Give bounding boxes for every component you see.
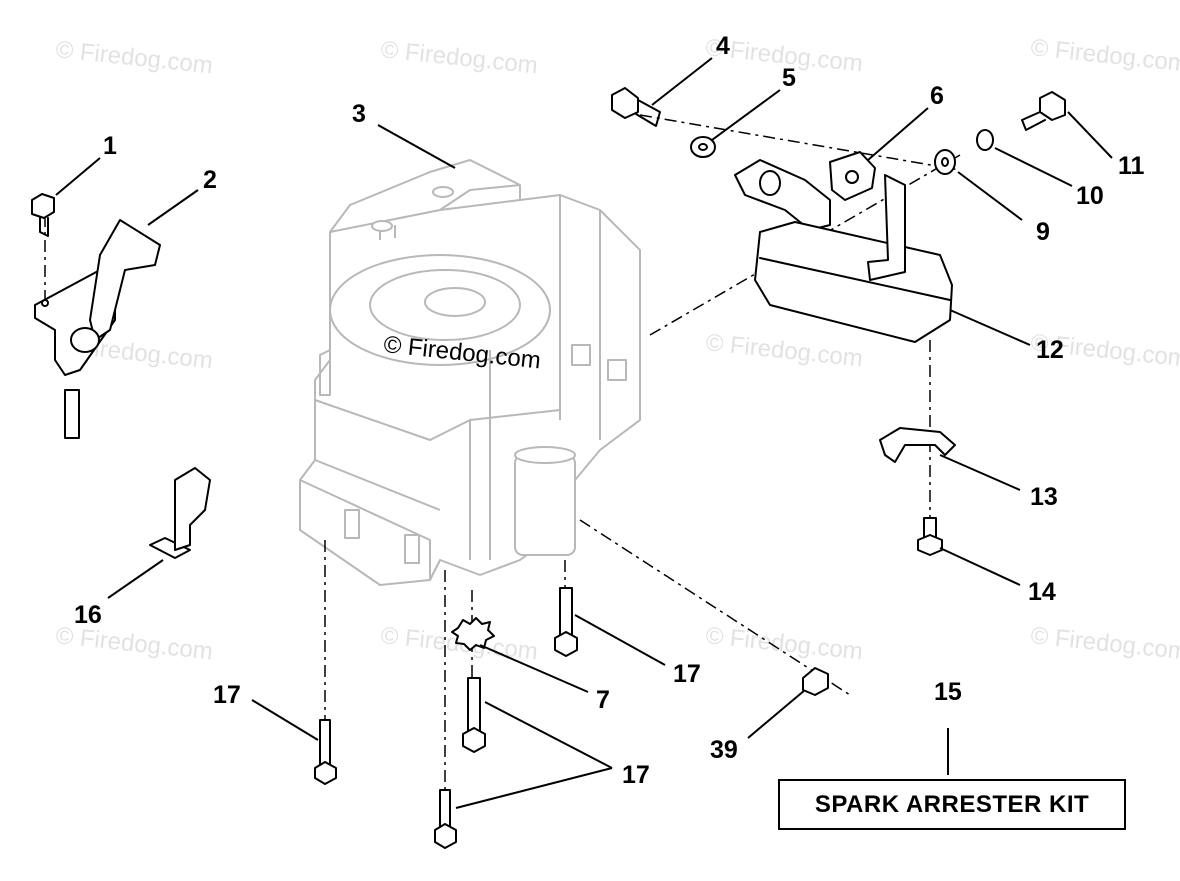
washer-part-9 bbox=[934, 149, 956, 175]
watermark: © Firedog.com bbox=[704, 622, 864, 665]
exhaust-pipe bbox=[734, 159, 831, 231]
callout-7: 7 bbox=[596, 686, 610, 714]
spark-arrester-kit-box: SPARK ARRESTER KIT bbox=[778, 779, 1126, 830]
callout-15: 15 bbox=[934, 678, 962, 706]
callout-1: 1 bbox=[103, 132, 117, 160]
callout-4: 4 bbox=[716, 32, 730, 60]
callout-17: 17 bbox=[213, 681, 241, 709]
clip-part-16 bbox=[149, 467, 211, 559]
bolt-part-17 bbox=[462, 677, 486, 753]
callout-6: 6 bbox=[930, 82, 944, 110]
throttle-lever-part-2 bbox=[34, 219, 161, 439]
engine-block bbox=[299, 159, 641, 586]
bolt-part-17 bbox=[434, 789, 457, 849]
callout-13: 13 bbox=[1030, 483, 1058, 511]
washer-hole bbox=[941, 157, 949, 167]
watermark: © Firedog.com bbox=[1029, 622, 1180, 665]
callout-2: 2 bbox=[203, 166, 217, 194]
screw-part-14 bbox=[917, 517, 943, 556]
bolt-part-17 bbox=[554, 587, 578, 657]
callout-10: 10 bbox=[1076, 182, 1104, 210]
muffler-part-12 bbox=[754, 174, 953, 343]
callout-14: 14 bbox=[1028, 578, 1056, 606]
nut-part-39 bbox=[802, 667, 829, 696]
callout-17: 17 bbox=[622, 761, 650, 789]
watermark: © Firedog.com bbox=[54, 36, 214, 79]
bolt-part-4 bbox=[611, 87, 661, 127]
callout-16: 16 bbox=[74, 601, 102, 629]
watermark: © Firedog.com bbox=[704, 329, 864, 372]
callout-17: 17 bbox=[673, 660, 701, 688]
shield-part-13 bbox=[879, 427, 956, 463]
washer-part-5 bbox=[690, 136, 716, 158]
watermark: © Firedog.com bbox=[1029, 34, 1180, 77]
callout-labels: 1 2 3 4 5 6 11 10 9 12 13 14 15 16 17 7 … bbox=[74, 32, 1145, 789]
callout-9: 9 bbox=[1036, 218, 1050, 246]
lockwasher-part-10 bbox=[976, 129, 994, 151]
watermark: © Firedog.com bbox=[379, 36, 539, 79]
spark-arrester-kit-label: SPARK ARRESTER KIT bbox=[814, 790, 1090, 818]
leader-lines bbox=[55, 57, 1113, 809]
bolt-part-1 bbox=[31, 193, 55, 237]
bolt-part-17 bbox=[314, 719, 337, 785]
callout-11: 11 bbox=[1118, 152, 1145, 180]
callout-39: 39 bbox=[710, 736, 738, 764]
bolt-part-11 bbox=[1021, 91, 1066, 131]
callout-5: 5 bbox=[782, 64, 796, 92]
washer-hole bbox=[698, 143, 708, 151]
callout-3: 3 bbox=[352, 100, 366, 128]
star-washer-part-7 bbox=[451, 617, 495, 651]
gasket-part-6 bbox=[829, 151, 876, 201]
callout-12: 12 bbox=[1036, 336, 1064, 364]
